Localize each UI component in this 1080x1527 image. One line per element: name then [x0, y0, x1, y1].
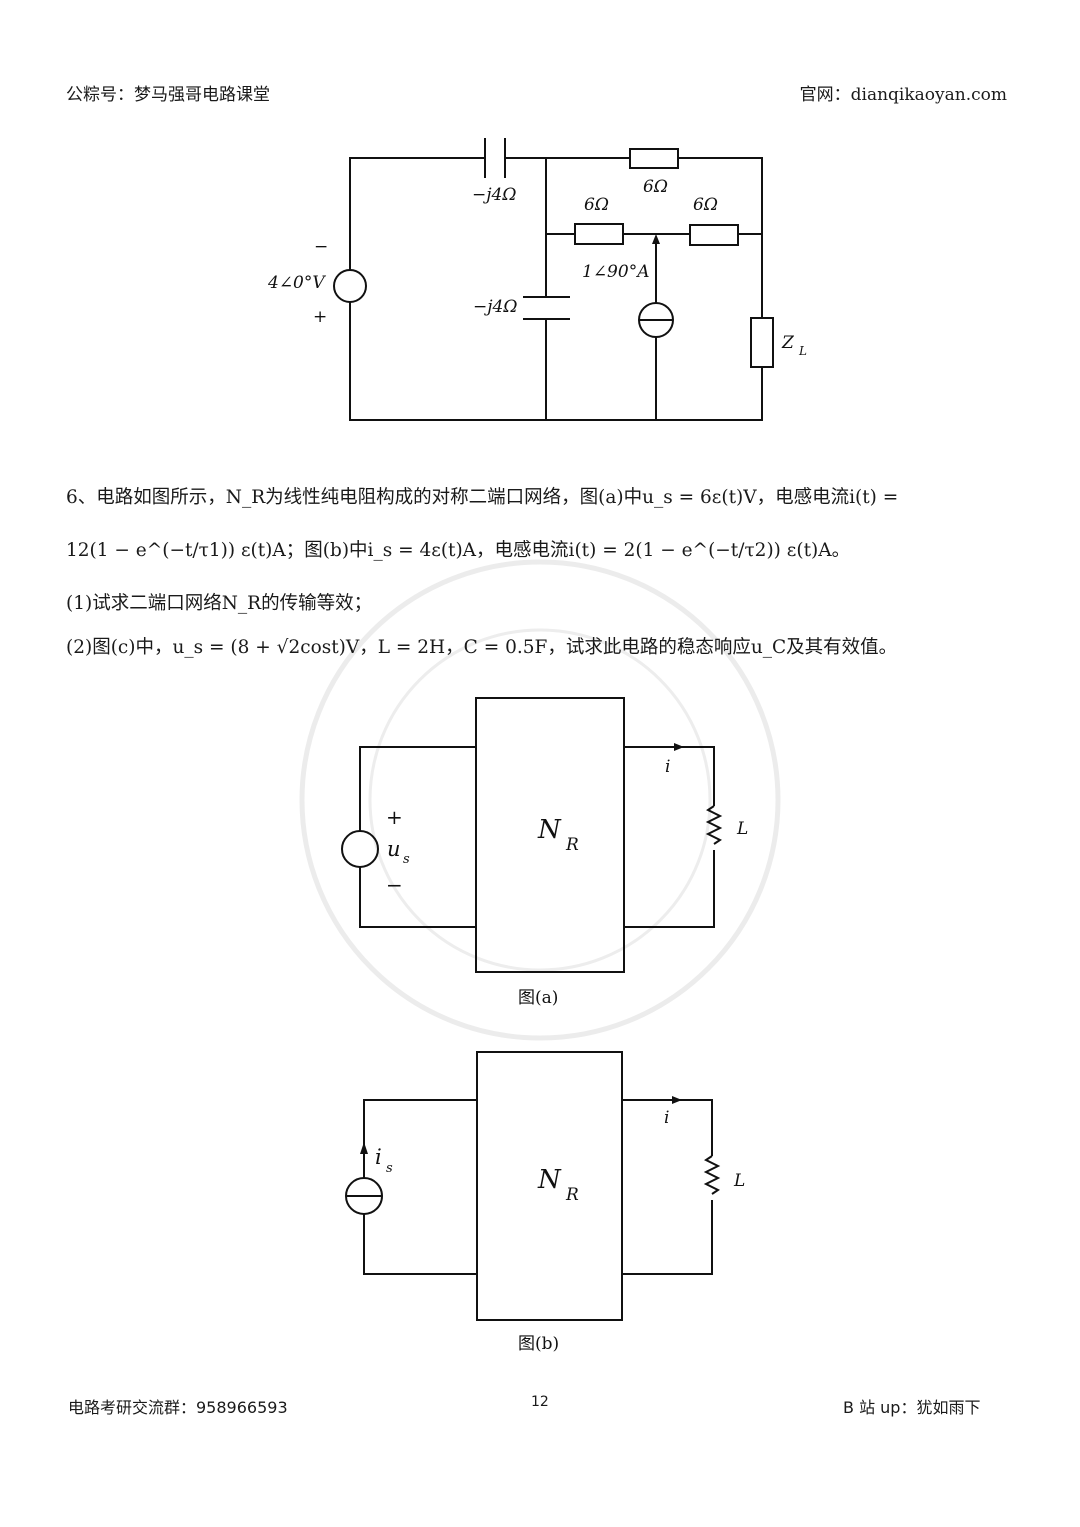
circuit-label: i [375, 1145, 382, 1169]
circuit-label: + [386, 805, 403, 829]
circuit-label: R [565, 835, 579, 855]
circuit-label: Z [781, 333, 795, 353]
circuit-label: 6Ω [693, 195, 718, 215]
circuit-label: + [313, 307, 327, 327]
header-left: 公粽号：梦马强哥电路课堂 [66, 85, 270, 105]
circuit-label: s [386, 1161, 393, 1176]
circuit-label: 6Ω [643, 177, 668, 197]
header-right: 官网：dianqikaoyan.com [799, 85, 1007, 105]
circuit-label: N [537, 1165, 562, 1195]
resistor-mid-left [574, 223, 624, 245]
circuit-wire [363, 1099, 477, 1275]
circuit-label: L [733, 1171, 745, 1191]
problem-line-1: 6、电路如图所示，N_R为线性纯电阻构成的对称二端口网络，图(a)中u_s = … [66, 487, 899, 508]
problem-line-3: (1)试求二端口网络N_R的传输等效； [66, 593, 373, 614]
circuit-label: R [565, 1185, 579, 1205]
circuit-label: −j4Ω [472, 185, 516, 205]
two-port-network [476, 1051, 623, 1321]
circuit-label: − [314, 237, 328, 257]
circuit-label: L [798, 344, 807, 358]
resistor-mid-right [689, 224, 739, 246]
circuit-label: 6Ω [584, 195, 609, 215]
circuit-label: 图(b) [518, 1334, 559, 1354]
circuit-wire [674, 743, 684, 751]
load-impedance [750, 317, 774, 368]
circuit-label: −j4Ω [473, 297, 517, 317]
circuit-label: u [387, 837, 401, 861]
circuit-wire [622, 1099, 713, 1275]
circuit-label: i [664, 1108, 669, 1128]
problem-line-2: 12(1 − e^(−t/τ1)) ε(t)A；图(b)中i_s = 4ε(t)… [66, 540, 851, 561]
circuit-label: L [736, 819, 748, 839]
circuit-label: 1∠90°A [582, 262, 649, 282]
capacitor-mid [523, 296, 570, 320]
circuit-label: 图(a) [518, 988, 558, 1008]
circuit-wire [624, 746, 715, 928]
circuit-wire [360, 1142, 368, 1154]
voltage-source [333, 269, 367, 303]
circuit-wire [349, 157, 763, 421]
capacitor-top [484, 138, 506, 178]
resistor-top [629, 148, 679, 169]
logo-watermark [299, 559, 781, 1041]
inductor [705, 805, 723, 845]
circuit-wire [672, 1096, 682, 1104]
footer-right: B 站 up：犹如雨下 [843, 1398, 981, 1417]
circuit-wire [359, 746, 476, 928]
footer-left: 电路考研交流群：958966593 [68, 1398, 288, 1417]
problem-line-4: (2)图(c)中，u_s = (8 + √2cost)V，L = 2H，C = … [66, 637, 898, 658]
circuit-label: − [386, 873, 403, 897]
circuit-label: 4∠0°V [267, 273, 326, 293]
inductor [703, 1155, 721, 1195]
page-number: 12 [531, 1394, 549, 1410]
logo-watermark-inner [368, 628, 712, 972]
circuit-label: s [403, 852, 410, 867]
circuit-label: N [537, 815, 562, 845]
circuit-label: i [665, 757, 670, 777]
circuit-wire [652, 234, 660, 244]
two-port-network [475, 697, 625, 973]
voltage-source [341, 830, 379, 868]
